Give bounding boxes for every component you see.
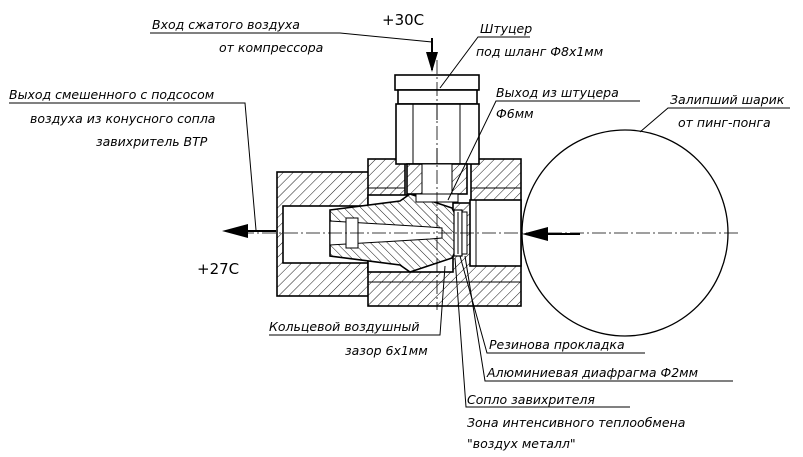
ball-label-2: от пинг-понга (678, 115, 771, 130)
air-inlet-label-1: Вход сжатого воздуха (152, 17, 300, 32)
annular-gap-label-1: Кольцевой воздушный (269, 319, 420, 334)
fitting-outlet-label-1: Выход из штуцера (496, 85, 619, 100)
outlet-label-3: завихритель ВТР (96, 134, 208, 149)
fitting-label-1: Штуцер (480, 21, 532, 36)
ball-arrow (522, 227, 580, 241)
ball-label-1: Залипший шарик (670, 92, 785, 107)
inlet-temperature: +30С (382, 11, 424, 29)
annular-gap-label-2: зазор 6х1мм (345, 343, 428, 358)
fitting-outlet-label-2: Ф6мм (496, 106, 534, 121)
air-inlet-label-2: от компрессора (219, 40, 323, 55)
fitting-label-2: под шланг Ф8х1мм (476, 44, 603, 59)
gasket-label: Резинова прокладка (489, 337, 625, 352)
nozzle-label: Сопло завихрителя (467, 392, 595, 407)
heat-zone-label-1: Зона интенсивного теплообмена (467, 415, 685, 430)
inlet-arrow (426, 38, 438, 72)
heat-zone-label-2: "воздух металл" (467, 436, 576, 451)
diaphragm-label: Алюминиевая диафрагма Ф2мм (486, 365, 698, 380)
outlet-arrow (222, 224, 276, 238)
outlet-label-1: Выход смешенного с подсосом (9, 87, 214, 102)
outlet-label-2: воздуха из конусного сопла (30, 111, 215, 126)
outlet-temperature: +27С (197, 260, 239, 278)
